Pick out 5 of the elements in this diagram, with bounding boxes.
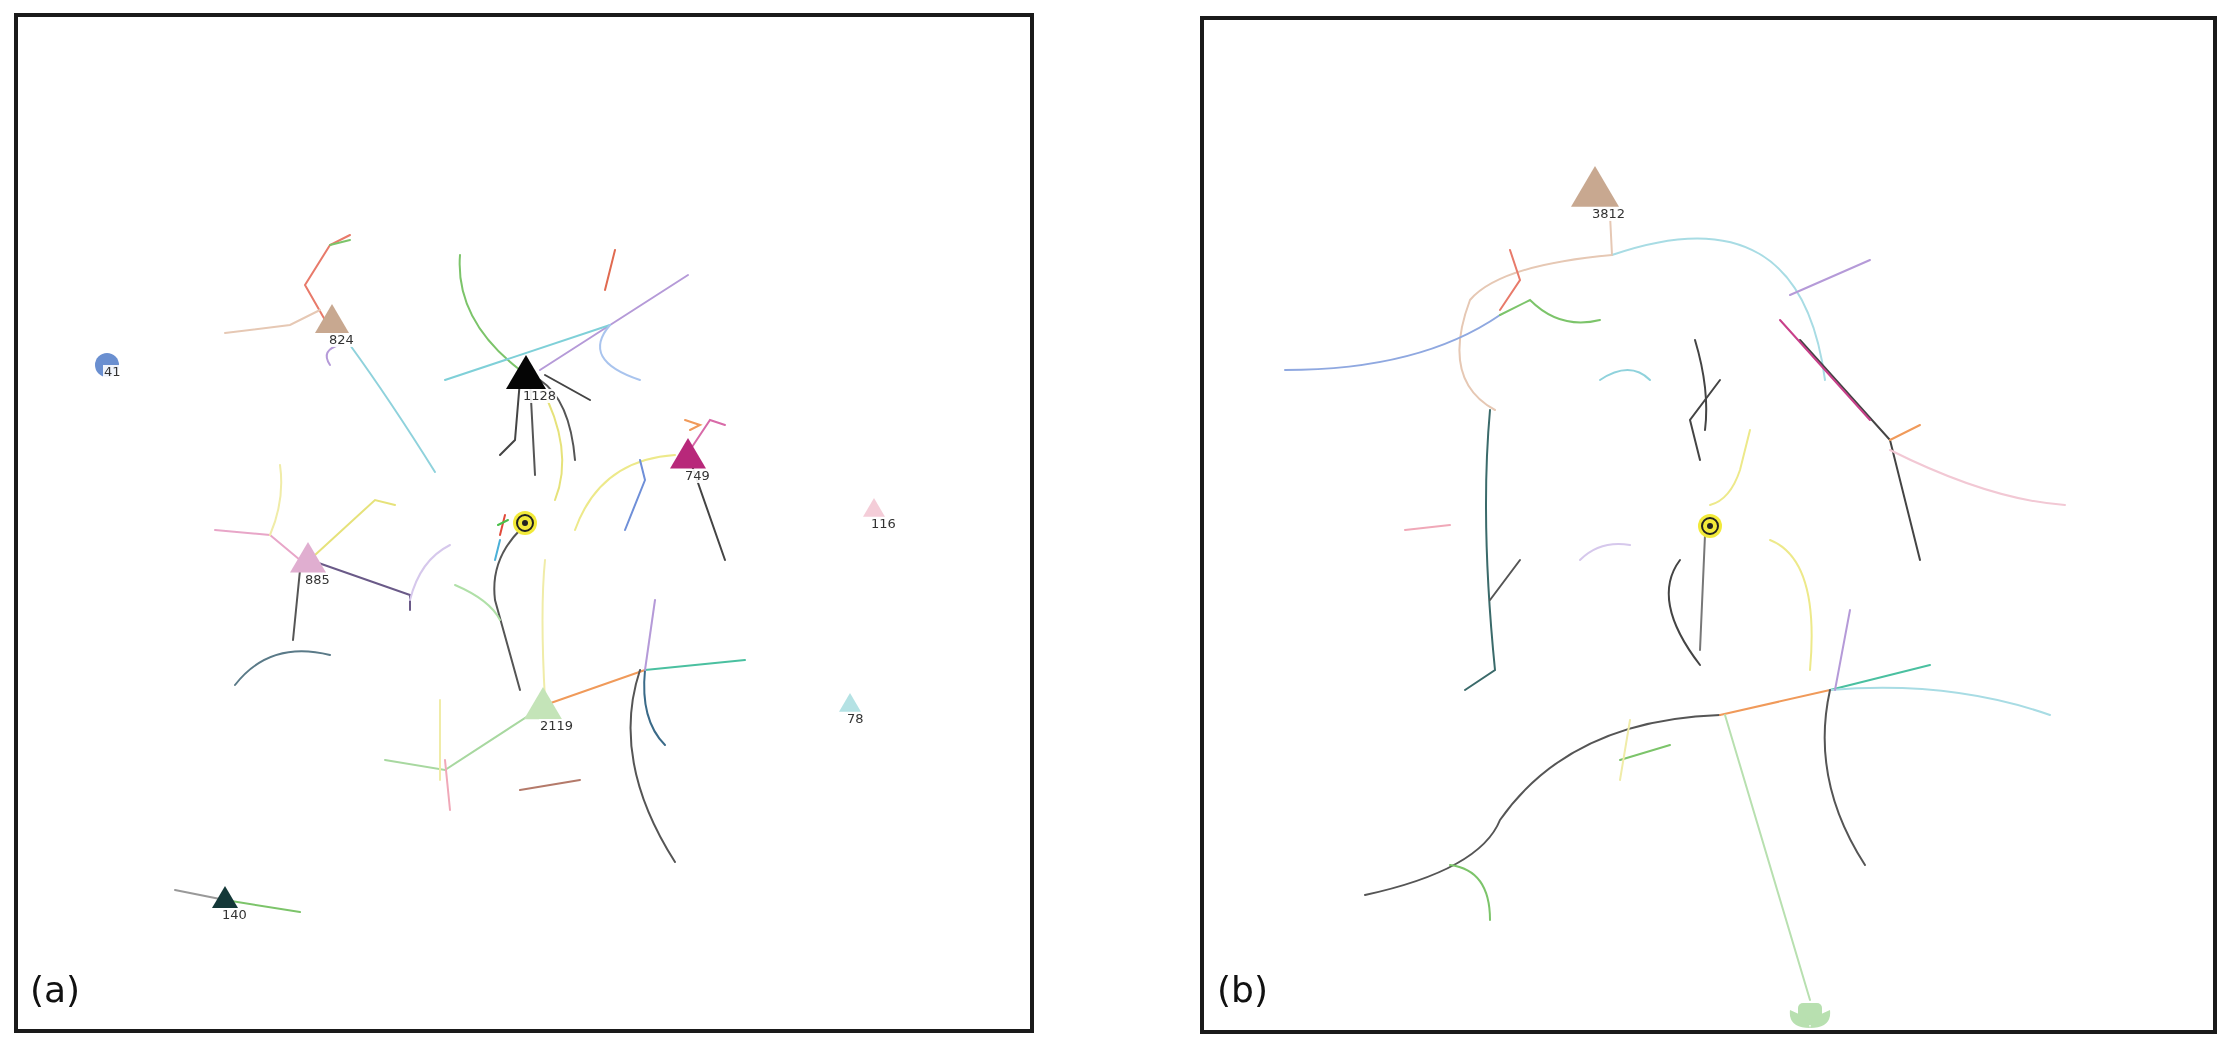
panel-label: (b) [1217,970,1268,1010]
panel-label: (a) [30,970,81,1010]
number-label: 41 [103,365,122,379]
number-label: 116 [870,516,897,531]
number-label: 1128 [522,389,558,403]
